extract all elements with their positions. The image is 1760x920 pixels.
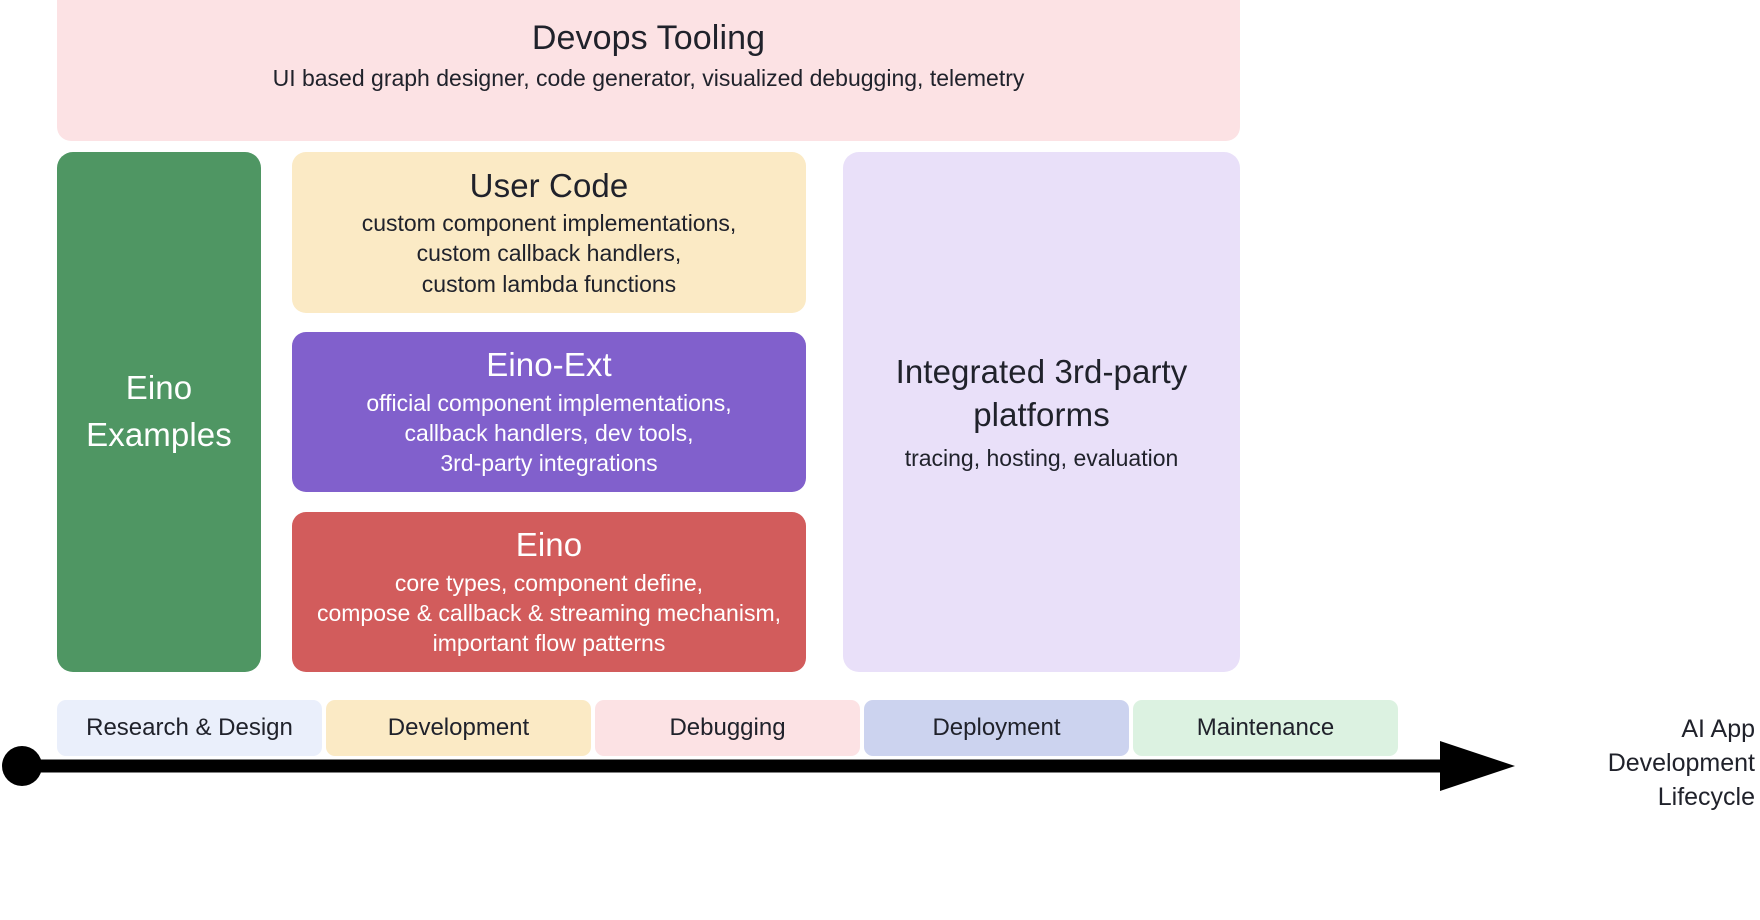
user-code-subtitle: custom component implementations, custom… [361, 210, 737, 297]
eino-core-title: Eino [515, 526, 583, 564]
lifecycle-axis-line [22, 759, 1447, 773]
eino-ext-box: Eino-Ext official component implementati… [292, 332, 806, 492]
eino-examples-panel: Eino Examples [57, 152, 261, 672]
lifecycle-phase-chip[interactable]: Research & Design [57, 700, 322, 756]
third-party-platforms-title: Integrated 3rd-party platforms [895, 352, 1188, 433]
user-code-box: User Code custom component implementatio… [292, 152, 806, 313]
devops-tooling-title: Devops Tooling [531, 19, 766, 57]
lifecycle-phase-chip[interactable]: Deployment [864, 700, 1129, 756]
eino-examples-title: Eino Examples [86, 369, 232, 453]
devops-tooling-banner: Devops Tooling UI based graph designer, … [57, 0, 1240, 141]
lifecycle-phase-chip[interactable]: Debugging [595, 700, 860, 756]
third-party-platforms-subtitle: tracing, hosting, evaluation [904, 444, 1179, 471]
eino-core-box: Eino core types, component define, compo… [292, 512, 806, 672]
lifecycle-phase-chip[interactable]: Maintenance [1133, 700, 1398, 756]
eino-core-subtitle: core types, component define, compose & … [316, 569, 782, 657]
eino-ext-title: Eino-Ext [486, 346, 612, 384]
lifecycle-axis-caption: AI App Development Lifecycle [1607, 715, 1755, 811]
eino-ext-subtitle: official component implementations, call… [366, 389, 732, 477]
user-code-title: User Code [469, 166, 629, 204]
devops-tooling-subtitle: UI based graph designer, code generator,… [272, 65, 1025, 92]
lifecycle-start-dot [2, 746, 42, 786]
third-party-platforms-box: Integrated 3rd-party platforms tracing, … [843, 152, 1240, 672]
lifecycle-phase-chip[interactable]: Development [326, 700, 591, 756]
